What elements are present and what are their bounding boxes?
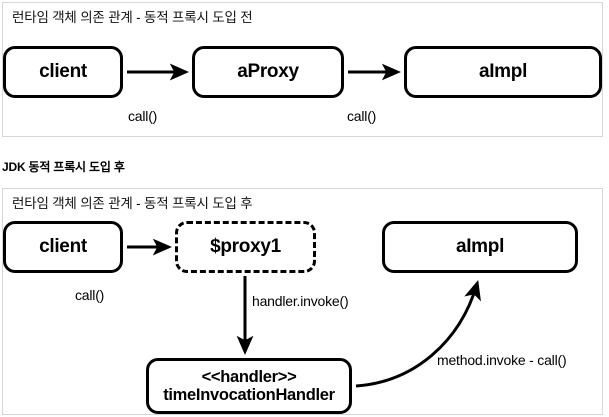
node-aimpl-before: aImpl — [404, 46, 602, 98]
node-client-before: client — [3, 46, 123, 98]
edge-label-handler-to-aimpl: method.invoke - call() — [437, 352, 567, 368]
panel-after-title: 런타임 객체 의존 관계 - 동적 프록시 도입 후 — [12, 196, 253, 211]
edge-label-client-to-proxy1: call() — [75, 287, 105, 303]
node-handler-name: timeInvocationHandler — [163, 386, 335, 404]
node-client-after: client — [3, 221, 123, 273]
node-handler: <<handler>> timeInvocationHandler — [146, 358, 352, 414]
node-aimpl-after: aImpl — [382, 221, 578, 273]
node-proxy1: $proxy1 — [175, 221, 316, 273]
edge-label-client-to-aproxy: call() — [128, 108, 158, 124]
edge-label-proxy1-to-handler: handler.invoke() — [252, 293, 349, 309]
panel-before-title: 런타임 객체 의존 관계 - 동적 프록시 도입 전 — [12, 10, 253, 25]
node-aproxy: aProxy — [192, 46, 344, 98]
node-handler-stereotype: <<handler>> — [201, 367, 297, 386]
edge-label-aproxy-to-aimpl: call() — [347, 108, 377, 124]
section-heading-jdk-dynamic-proxy: JDK 동적 프록시 도입 후 — [2, 160, 125, 174]
